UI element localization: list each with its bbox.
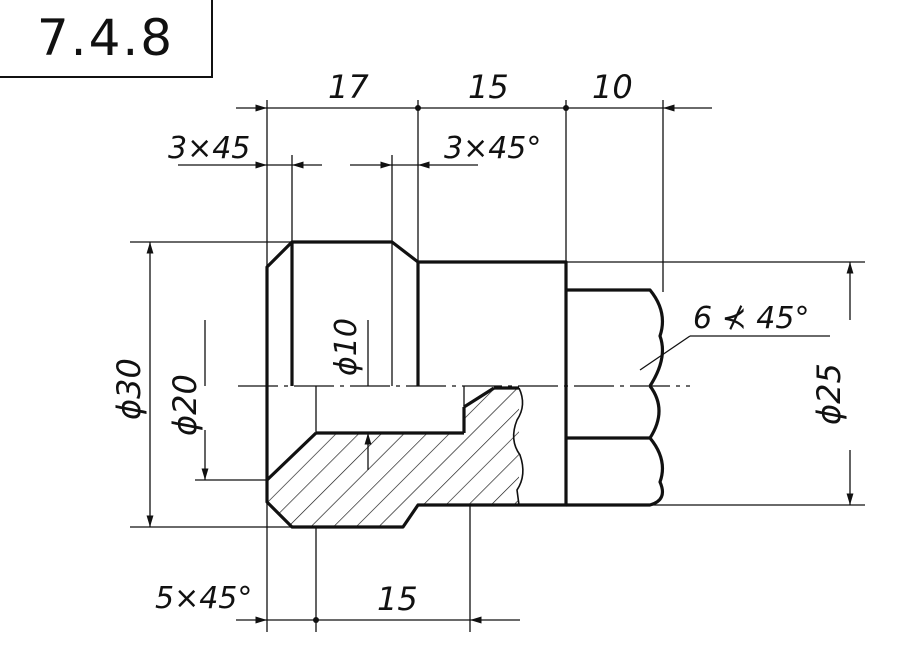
dim-15-bottom: 15 xyxy=(377,580,418,618)
dia-20-label: ϕ20 xyxy=(166,374,204,436)
dim-10: 10 xyxy=(592,68,633,106)
dia-25-label: ϕ25 xyxy=(810,363,848,425)
dim-15-top: 15 xyxy=(468,68,509,106)
dimension-lines xyxy=(146,104,854,624)
break-line xyxy=(512,387,524,506)
dia-10-label: ϕ10 xyxy=(329,318,364,376)
exercise-number: 7.4.8 xyxy=(0,0,213,78)
thin-lines xyxy=(130,100,865,632)
chamfer-bottom-label: 5×45° xyxy=(155,581,252,616)
chamfer-left-label: 3×45 xyxy=(168,131,250,166)
dia-30-label: ϕ30 xyxy=(110,358,148,420)
chamfer-right-label: 3×45° xyxy=(444,131,541,166)
section-hatching xyxy=(267,388,519,527)
dim-17: 17 xyxy=(328,68,369,106)
junction-dots xyxy=(313,105,569,623)
hex-note-label: 6 ⊀ 45° xyxy=(693,301,809,336)
